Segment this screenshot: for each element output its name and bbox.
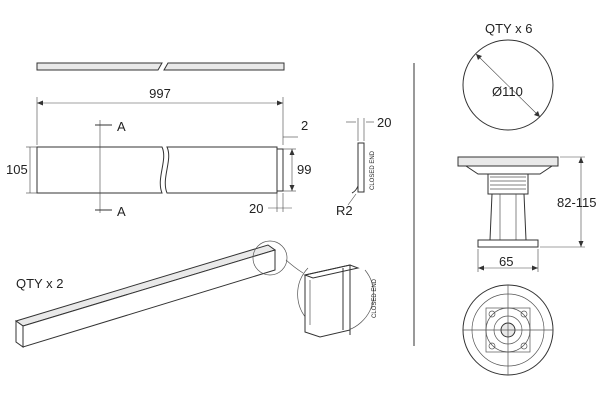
closed-end-label-2: CLOSED END <box>372 278 378 318</box>
dim-pad-diameter: Ø110 <box>492 84 523 99</box>
section-mark-bottom: A <box>117 204 126 219</box>
closed-end-detail: CLOSED END <box>297 264 378 338</box>
dim-top-offset: 2 <box>301 118 308 133</box>
dim-length: 997 <box>149 86 171 101</box>
dim-end-offset: 20 <box>249 201 263 216</box>
leg-underside-plan <box>462 284 554 376</box>
dim-leg-height: 82-115 <box>557 195 597 210</box>
qty-legs: QTY x 6 <box>485 21 532 36</box>
dim-leg-base-width: 65 <box>499 254 513 269</box>
dim-inner-height: 99 <box>297 162 311 177</box>
panel-section-profile: CLOSED END <box>346 118 376 206</box>
dim-height: 105 <box>6 162 28 177</box>
leg-pad-plan <box>462 39 554 131</box>
leg-elevation <box>457 156 585 272</box>
dim-radius: R2 <box>336 203 353 218</box>
closed-end-label-1: CLOSED END <box>370 150 376 190</box>
panel-isometric <box>14 240 304 348</box>
section-mark-top: A <box>117 119 126 134</box>
panel-top-view <box>36 62 285 71</box>
dim-profile-width: 20 <box>377 115 391 130</box>
panel-front-elevation <box>26 97 298 213</box>
qty-panels: QTY x 2 <box>16 276 63 291</box>
